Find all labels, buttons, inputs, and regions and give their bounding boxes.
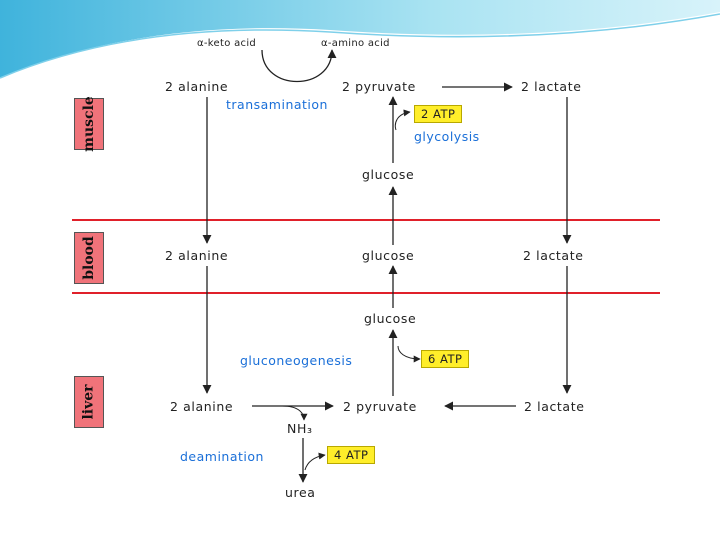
muscle-glucose: glucose xyxy=(362,167,415,182)
glycolysis-label: glycolysis xyxy=(414,129,480,144)
blood-tag: blood xyxy=(74,232,104,284)
liver-pyruvate: 2 pyruvate xyxy=(343,399,417,414)
nh3-label: NH₃ xyxy=(287,421,313,436)
atp-arrow-liver xyxy=(397,345,421,363)
blood-tag-label: blood xyxy=(81,236,98,280)
transamination-arc xyxy=(261,49,337,82)
muscle-tag: muscle xyxy=(74,96,104,152)
atp-arrow-muscle xyxy=(394,109,411,131)
muscle-lactate: 2 lactate xyxy=(521,79,582,94)
muscle-alanine: 2 alanine xyxy=(165,79,229,94)
header-wave-line xyxy=(0,13,720,79)
blood-alanine: 2 alanine xyxy=(165,248,229,263)
nh3-arrow xyxy=(281,405,308,421)
liver-alanine: 2 alanine xyxy=(170,399,234,414)
liver-lactate: 2 lactate xyxy=(524,399,585,414)
liver-tag-label: liver xyxy=(81,384,97,420)
liver-glucose: glucose xyxy=(364,311,417,326)
blood-glucose: glucose xyxy=(362,248,415,263)
amino-acid-label: α-amino acid xyxy=(321,38,390,49)
muscle-tag-label: muscle xyxy=(81,96,97,152)
liver-tag: liver xyxy=(74,376,104,428)
header-wave xyxy=(0,0,720,78)
blood-lactate: 2 lactate xyxy=(523,248,584,263)
muscle-pyruvate: 2 pyruvate xyxy=(342,79,416,94)
deamination-label: deamination xyxy=(180,449,264,464)
transamination-label: transamination xyxy=(226,97,328,112)
urea-label: urea xyxy=(285,485,316,500)
gluconeogenesis-label: gluconeogenesis xyxy=(240,353,353,368)
keto-acid-label: α-keto acid xyxy=(197,38,257,49)
muscle-atp-badge: 2 ATP xyxy=(414,105,463,123)
liver-atp-badge: 6 ATP xyxy=(421,350,470,368)
deamination-atp-badge: 4 ATP xyxy=(327,446,376,464)
atp-arrow-deamination xyxy=(304,452,326,471)
